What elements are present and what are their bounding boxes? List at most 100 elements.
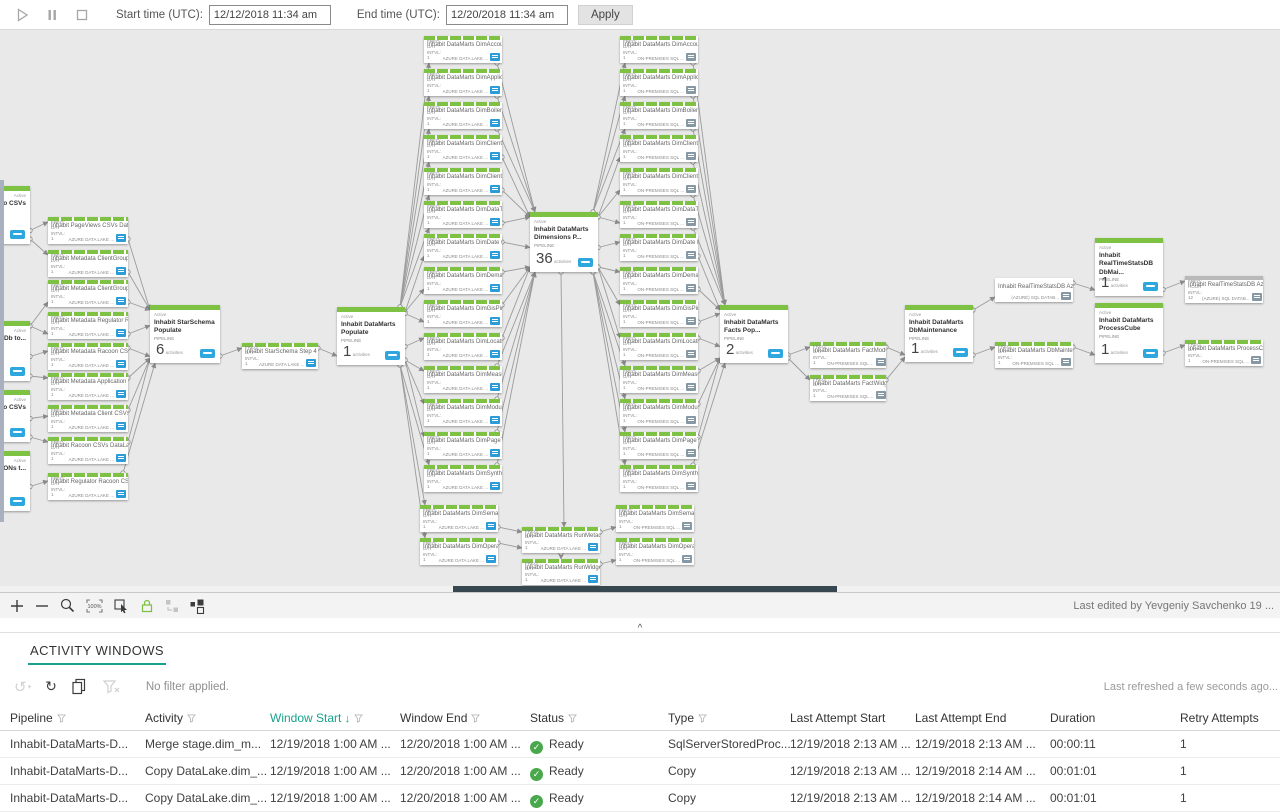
dataset-node[interactable]: Inhabit DataMarts DimDataType CS...FREQ:… [424,201,502,228]
dataset-node[interactable]: Inhabit DataMarts DimSyntheticSna...FREQ… [620,465,698,492]
dataset-node[interactable]: Inhabit DataMarts DimMeasure Mer...FREQ:… [620,366,698,393]
dataset-node[interactable]: Inhabit DataMarts DimBoilerplate M...FRE… [620,102,698,129]
layout-icon[interactable] [189,598,205,614]
dataset-node[interactable]: Inhabit DataMarts ProcessCube Dat...FREQ… [1185,340,1263,366]
dataset-node[interactable]: Inhabit StarSchema Step 4 UpdateSt...FRE… [242,343,318,369]
column-header-activity[interactable]: Activity [145,711,197,725]
auto-layout-icon[interactable] [164,598,180,614]
column-header-retry_attempts[interactable]: Retry Attempts [1180,711,1259,725]
column-header-status[interactable]: Status [530,711,578,725]
dataset-node[interactable]: Inhabit DataMarts DimGisPinBridge...FREQ… [620,300,698,327]
column-header-pipeline[interactable]: Pipeline [10,711,66,725]
collapse-chevron-icon[interactable]: ^ [637,623,643,634]
activity-window-row[interactable]: Inhabit-DataMarts-D...Merge stage.dim_m.… [0,731,1280,758]
dataset-node[interactable]: Inhabit DataMarts DimOperation CS...FREQ… [420,538,498,565]
column-header-window_start[interactable]: Window Start ↓ [270,711,364,725]
dataset-node[interactable]: Inhabit DataMarts DimDate Merge...FREQ: … [620,234,698,261]
dataset-node[interactable]: Inhabit DataMarts DimPageType Me...FREQ:… [620,432,698,459]
dataset-node[interactable]: Inhabit Metadata ClientGroupMembe...FREQ… [48,250,128,277]
dataset-node[interactable]: Inhabit DataMarts DimBoilerplate C...FRE… [424,102,502,129]
dataset-node[interactable]: Inhabit Racoon CSVs DataLake DataS...FRE… [48,437,128,464]
undo-icon[interactable]: ↺▾ [14,678,32,696]
refresh-icon[interactable]: ↻ [45,678,57,694]
dataset-node[interactable]: Inhabit DataMarts DimDemand Mer...FREQ: … [620,267,698,294]
pipeline-node[interactable]: Active...JSONs t...PIPELINE [0,451,30,511]
dataset-node[interactable]: Inhabit Metadata Client CSVs DataLa...FR… [48,405,128,432]
dataset-node[interactable]: Inhabit PageViews CSVs DataLake Da...FRE… [48,217,128,244]
dataset-node[interactable]: Inhabit RealTimeStatsDB Azure Dat...(AZU… [995,278,1073,302]
filter-icon[interactable] [694,711,708,725]
dataset-node[interactable]: Inhabit DataMarts DimLocation CSV...FREQ… [424,333,502,360]
filter-icon[interactable] [350,711,364,725]
dataset-node[interactable]: Inhabit DataMarts DimSemanticCat...FREQ:… [616,505,694,532]
pipeline-node[interactable]: Active...s To CSVsPIPELINE [0,390,30,442]
activity-window-row[interactable]: Inhabit-DataMarts-D...Copy DataLake.dim_… [0,785,1280,812]
dataset-node[interactable]: Inhabit Metadata Regulator RacoonC...FRE… [48,312,128,339]
dataset-node[interactable]: Inhabit DataMarts DbMaintenance...FREQ: … [995,342,1073,368]
column-header-duration[interactable]: Duration [1050,711,1096,725]
tab-activity-windows[interactable]: ACTIVITY WINDOWS [28,643,166,665]
zoom-to-fit-icon[interactable] [59,598,76,614]
zoom-in-icon[interactable] [9,598,25,614]
dataset-node[interactable]: Inhabit DataMarts DimClientGroup...FREQ:… [620,168,698,195]
dataset-node[interactable]: Inhabit DataMarts DimApplication M...FRE… [620,69,698,96]
filter-icon[interactable] [564,711,578,725]
pipeline-node[interactable]: Active...JSONs To CSVsPIPELINE [0,186,30,244]
dataset-node[interactable]: Inhabit DataMarts RunMetadataPro...FREQ:… [522,527,600,553]
dataset-node[interactable]: Inhabit DataMarts DimPageType CS...FREQ:… [424,432,502,459]
apply-button[interactable]: Apply [577,4,633,25]
dataset-node[interactable]: Inhabit DataMarts FactModuleProce...FREQ… [810,342,886,368]
dataset-node[interactable]: Inhabit DataMarts RunWidgetsUser...FREQ:… [522,559,600,585]
dataset-node[interactable]: Inhabit DataMarts DimClient Merge...FREQ… [620,135,698,162]
dataset-node[interactable]: Inhabit DataMarts DimDataType Me...FREQ:… [620,201,698,228]
filter-icon[interactable] [53,711,66,725]
panel-collapse-handle[interactable]: ^ [0,618,1280,634]
run-icon[interactable] [14,7,30,23]
sort-desc-icon[interactable]: ↓ [344,713,351,725]
dataset-node[interactable]: Inhabit DataMarts DimLocation Mer...FREQ… [620,333,698,360]
dataset-node[interactable]: Inhabit DataMarts DimOperation M...FREQ:… [616,538,694,565]
dataset-node[interactable]: Inhabit Regulator Racoon CSVs Data...FRE… [48,473,128,500]
dataset-node[interactable]: Inhabit DataMarts DimSyntheticSna...FREQ… [424,465,502,492]
column-header-last_attempt_end[interactable]: Last Attempt End [915,711,1007,725]
copy-icon[interactable] [71,678,88,695]
clear-filter-icon[interactable] [102,679,120,695]
dataset-node[interactable]: Inhabit Metadata Application CSVs D...FR… [48,373,128,400]
dataset-node[interactable]: Inhabit Metadata Racoon CSVs DataL...FRE… [48,343,128,370]
pipeline-node[interactable]: Active...rawSqlDb to...PIPELINE [0,321,30,381]
dataset-node[interactable]: Inhabit DataMarts DimModule Merg...FREQ:… [620,399,698,426]
filter-icon[interactable] [467,711,481,725]
dataset-node[interactable]: Inhabit DataMarts DimAccount CSV...FREQ:… [424,36,502,63]
column-header-window_end[interactable]: Window End [400,711,481,725]
dataset-node[interactable]: Inhabit DataMarts DimDate CSV Dat...FREQ… [424,234,502,261]
zoom-out-icon[interactable] [34,598,50,614]
filter-icon[interactable] [183,711,197,725]
pause-icon[interactable] [44,7,60,23]
horizontal-scrollbar[interactable] [0,586,1280,592]
dataset-node[interactable]: Inhabit RealTimeStatsDB Azure Dat...FREQ… [1185,276,1263,303]
activity-window-row[interactable]: Inhabit-DataMarts-D...Copy DataLake.dim_… [0,758,1280,785]
dataset-node[interactable]: Inhabit DataMarts DimDemand CSV...FREQ: … [424,267,502,294]
dataset-node[interactable]: Inhabit DataMarts DimClient CSV Da...FRE… [424,135,502,162]
horizontal-scrollbar-thumb[interactable] [453,586,837,592]
dataset-node[interactable]: Inhabit Metadata ClientGroups CSVs...FRE… [48,280,128,307]
dataset-node[interactable]: Inhabit DataMarts DimModule CSV...FREQ: … [424,399,502,426]
end-time-input[interactable] [445,4,568,25]
pipeline-diagram-canvas[interactable]: Active...JSONs To CSVsPIPELINE Active...r… [0,30,1280,592]
column-header-last_attempt_start[interactable]: Last Attempt Start [790,711,886,725]
zoom-100-icon[interactable]: 100% [85,598,104,614]
dataset-node[interactable]: Inhabit DataMarts DimSemanticCat...FREQ:… [420,505,498,532]
dataset-node[interactable]: Inhabit DataMarts DimApplication C...FRE… [424,69,502,96]
dataset-node[interactable]: Inhabit DataMarts DimMeasure CSV...FREQ:… [424,366,502,393]
dataset-node[interactable]: Inhabit DataMarts FactWidgetsUser...FREQ… [810,375,886,401]
dataset-node[interactable]: Inhabit DataMarts DimGisPinBridge...FREQ… [424,300,502,327]
start-time-input[interactable] [208,4,331,25]
select-icon[interactable] [113,598,130,614]
stop-icon[interactable] [74,7,90,23]
